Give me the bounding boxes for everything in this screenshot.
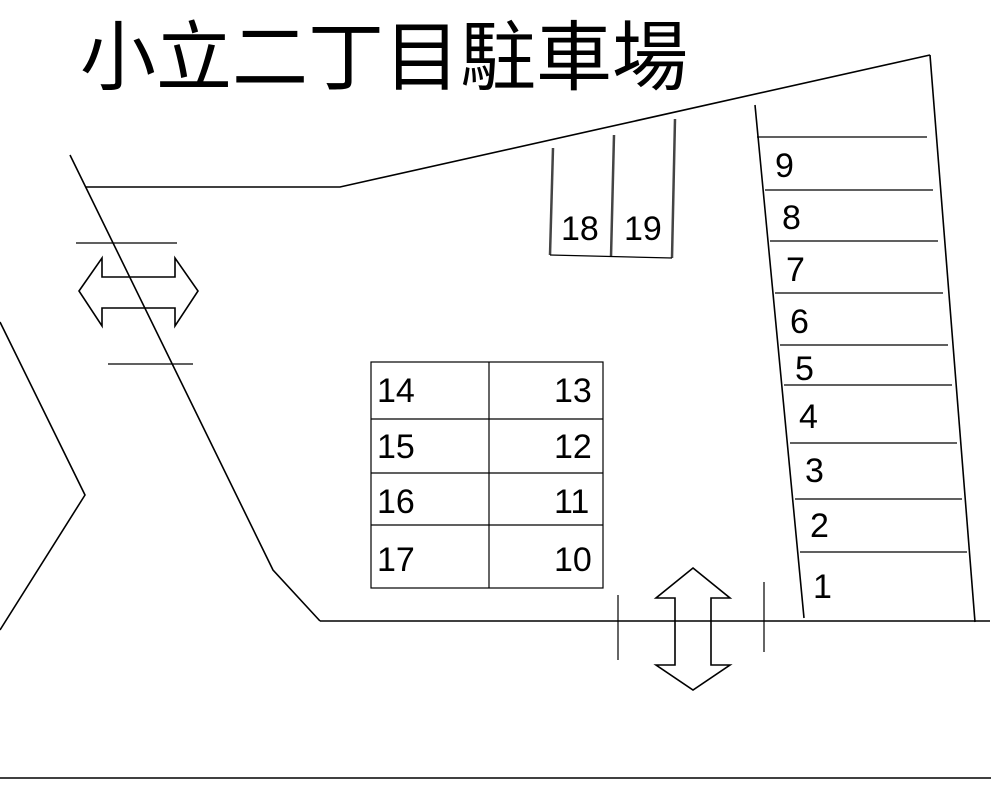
right-parking-row: [754, 104, 967, 619]
double-arrow-horizontal-icon: [78, 255, 199, 329]
space-label-6: 6: [790, 303, 809, 341]
space-label-12: 12: [554, 428, 592, 466]
space-label-15: 15: [377, 428, 415, 466]
space-label-1: 1: [813, 568, 832, 606]
space-label-14: 14: [377, 372, 415, 410]
lot-boundary: [0, 54, 990, 631]
south-entrance: [617, 582, 765, 660]
space-label-4: 4: [799, 398, 818, 436]
space-label-19: 19: [624, 210, 662, 248]
space-label-10: 10: [554, 541, 592, 579]
space-label-5: 5: [795, 350, 814, 388]
space-label-2: 2: [810, 507, 829, 545]
space-label-16: 16: [377, 483, 415, 521]
double-arrow-vertical-icon: [653, 566, 733, 691]
space-label-11: 11: [554, 483, 589, 521]
space-label-3: 3: [805, 452, 824, 490]
space-label-8: 8: [782, 199, 801, 237]
space-label-18: 18: [561, 210, 599, 248]
top-parking-pair: [548, 118, 677, 259]
page-title: 小立二丁目駐車場: [80, 13, 688, 102]
space-label-7: 7: [786, 251, 805, 289]
west-entrance: [76, 242, 193, 365]
center-parking-block: [370, 361, 604, 589]
space-label-9: 9: [775, 147, 794, 185]
space-label-13: 13: [554, 372, 592, 410]
space-label-17: 17: [377, 541, 415, 579]
